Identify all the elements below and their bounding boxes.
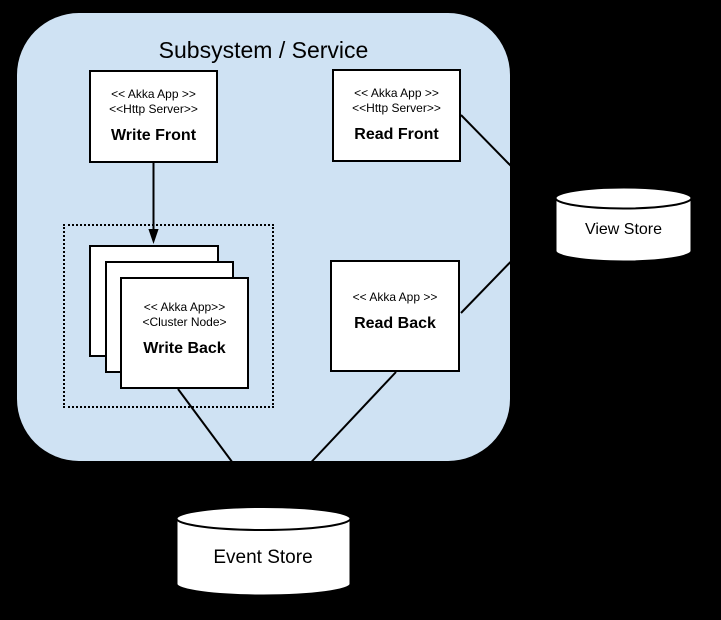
node-read-front: << Akka App >> <<Http Server>> Read Fron… (332, 69, 461, 162)
node-write-front: << Akka App >> <<Http Server>> Write Fro… (89, 70, 218, 163)
node-stereotype: <<Http Server>> (109, 102, 198, 116)
subsystem-title: Subsystem / Service (158, 37, 369, 63)
node-stereotype: << Akka App >> (111, 87, 196, 101)
node-stereotype: << Akka App >> (352, 290, 438, 304)
node-name: Read Back (354, 315, 436, 332)
node-name: Write Back (143, 339, 226, 357)
node-stereotype: << Akka App>> (143, 299, 226, 314)
cluster-boundary (63, 224, 274, 408)
node-stereotype: <Cluster Node> (142, 314, 227, 329)
node-read-back: << Akka App >> Read Back (330, 260, 460, 372)
view-store-label: View Store (584, 221, 663, 238)
node-name: Read Front (354, 126, 439, 143)
node-stereotype: << Akka App >> (354, 86, 439, 100)
node-stereotype: <<Http Server>> (352, 101, 441, 115)
node-name: Write Front (110, 127, 197, 144)
event-store-label: Event Store (213, 547, 313, 568)
node-write-back: << Akka App>> <Cluster Node> Write Back (120, 277, 249, 389)
